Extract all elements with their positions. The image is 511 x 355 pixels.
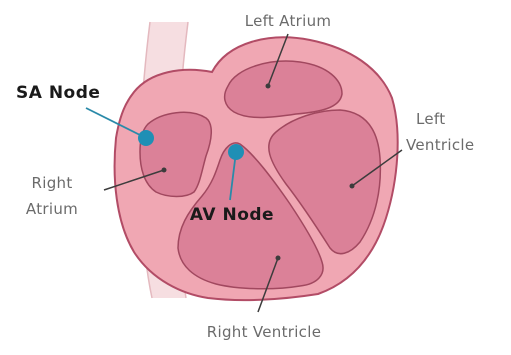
right-atrium-dot xyxy=(162,168,167,173)
right-atrium-label-line1: Right xyxy=(32,174,73,192)
sa-node-marker xyxy=(138,130,154,146)
av-node-label: AV Node xyxy=(190,205,274,225)
right-ventricle-dot xyxy=(276,256,281,261)
right-ventricle-label: Right Ventricle xyxy=(207,323,321,341)
left-atrium-dot xyxy=(266,84,271,89)
left-ventricle-label-line1: Left xyxy=(416,110,445,128)
right-atrium-label-line2: Atrium xyxy=(26,200,78,218)
left-ventricle-label-line2: Ventricle xyxy=(406,136,474,154)
left-ventricle-dot xyxy=(350,184,355,189)
sa-node-label: SA Node xyxy=(16,83,100,103)
left-atrium-label: Left Atrium xyxy=(245,12,332,30)
av-node-marker xyxy=(228,144,244,160)
